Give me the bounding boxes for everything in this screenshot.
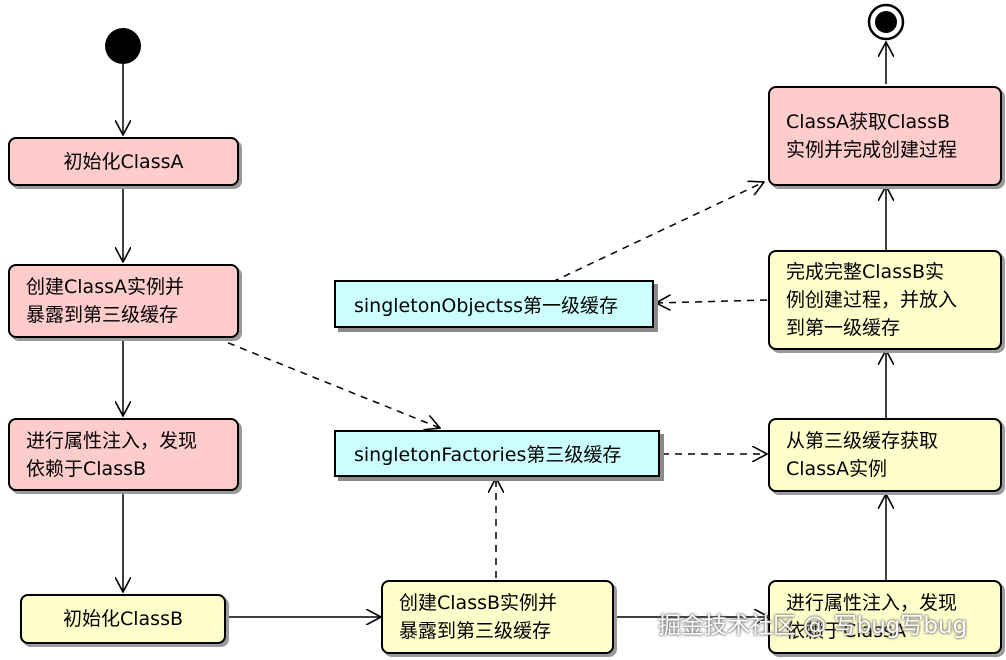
state-create-class-a: 创建ClassA实例并 暴露到第三级缓存	[8, 264, 239, 338]
state-a-gets-b: ClassA获取ClassB 实例并完成创建过程	[768, 86, 1002, 186]
watermark: 掘金技术社区 @ 写bug写bug	[658, 613, 968, 639]
dep-create-a-to-third-cache	[215, 337, 440, 428]
state-complete-class-b: 完成完整ClassB实 例创建过程，并放入 到第一级缓存	[768, 250, 1002, 350]
state-inject-class-b: 进行属性注入，发现 依赖于ClassA	[768, 580, 1002, 654]
state-inject-class-a: 进行属性注入，发现 依赖于ClassB	[8, 418, 239, 491]
cache-first-level: singletonObjectss第一级缓存	[334, 280, 654, 328]
dep-first-cache-to-a-gets-b	[551, 182, 764, 283]
state-get-from-third-cache: 从第三级缓存获取 ClassA实例	[768, 418, 1002, 492]
state-init-class-b: 初始化ClassB	[20, 594, 226, 644]
end-node	[867, 3, 905, 41]
state-create-class-b: 创建ClassB实例并 暴露到第三级缓存	[381, 580, 614, 654]
cache-third-level: singletonFactories第三级缓存	[334, 430, 660, 477]
start-node	[105, 28, 141, 64]
state-init-class-a: 初始化ClassA	[8, 137, 239, 186]
dep-complete-b-to-first-cache	[656, 300, 768, 303]
